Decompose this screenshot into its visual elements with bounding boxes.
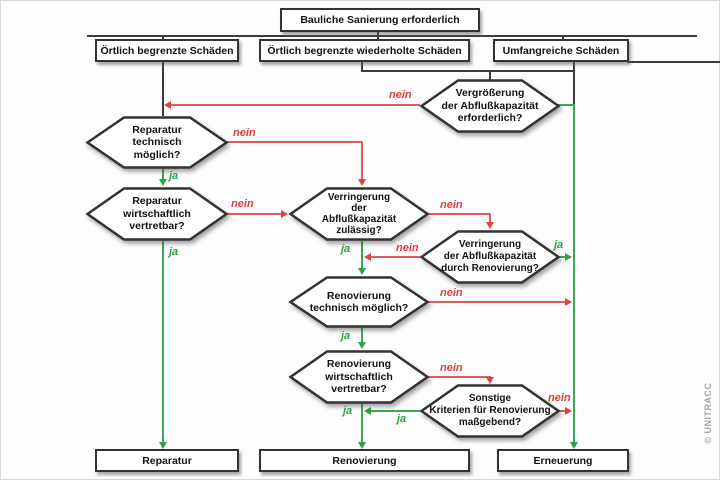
edge-repeated-down: [361, 58, 363, 72]
edge-repair-tech-ja: [162, 169, 164, 181]
edge-right-margin: [627, 61, 720, 63]
label-ja: ja: [169, 170, 179, 182]
node-branch-extensive-label: Umfangreiche Schäden: [502, 44, 620, 57]
edge-stub-extensive: [562, 35, 564, 41]
edge-repair-econ-nein: [226, 213, 282, 215]
node-result-renewal: Erneuerung: [497, 449, 629, 472]
label-ja: ja: [343, 405, 353, 417]
decision-capacity-reduction-allowed: Verringerung der Abflußkapazität zulässi…: [288, 187, 430, 241]
edge-reduction-renovation-nein: [368, 256, 420, 258]
arrowhead: [486, 377, 494, 384]
decision-capacity-increase-label: Vergrößerung der Abflußkapazität erforde…: [441, 87, 539, 125]
label-ja: ja: [169, 246, 179, 258]
decision-repair-technical: Reparatur technisch möglich?: [85, 116, 229, 169]
arrowhead: [570, 442, 578, 449]
decision-repair-economic: Reparatur wirtschaftlich vertretbar?: [85, 187, 229, 241]
node-result-renewal-label: Erneuerung: [533, 454, 593, 467]
label-ja: ja: [397, 413, 407, 425]
edge-repair-tech-nein-v: [361, 141, 363, 180]
edge-mid-bus: [361, 70, 575, 72]
edge-repair-tech-nein-h: [226, 141, 363, 143]
decision-capacity-reduction-allowed-label: Verringerung der Abflußkapazität zulässi…: [321, 191, 397, 237]
edge-local-to-repair-tech: [162, 58, 164, 116]
edge-capacity-increase-ja: [558, 104, 575, 106]
node-result-renovation-label: Renovierung: [332, 454, 397, 467]
edge-other-criteria-ja: [368, 410, 420, 412]
edge-to-renewal: [573, 104, 575, 444]
arrowhead: [486, 222, 494, 229]
edge-to-repair: [162, 241, 164, 443]
arrowhead: [358, 268, 366, 275]
label-ja: ja: [554, 239, 564, 251]
decision-renovation-economic-label: Renovierung wirtschaftlich vertretbar?: [325, 358, 393, 396]
watermark-unitracc: © UNITRACC: [703, 382, 713, 444]
arrowhead: [364, 407, 371, 415]
label-nein: nein: [396, 242, 419, 254]
edge-to-renovation: [361, 404, 363, 444]
label-nein: nein: [440, 199, 463, 211]
edge-reduction-allowed-ja: [361, 241, 363, 269]
decision-capacity-increase: Vergrößerung der Abflußkapazität erforde…: [419, 79, 561, 133]
arrowhead: [281, 210, 288, 218]
label-nein: nein: [389, 89, 412, 101]
edge-reduction-allowed-nein-h: [427, 213, 490, 215]
edge-top-bus: [87, 35, 697, 37]
arrowhead: [159, 179, 167, 186]
arrowhead: [358, 442, 366, 449]
decision-renovation-technical: Renovierung technisch möglich?: [288, 276, 430, 328]
decision-capacity-reduction-by-renovation-label: Verringerung der Abflußkapazität durch R…: [441, 239, 539, 274]
decision-repair-economic-label: Reparatur wirtschaftlich vertretbar?: [123, 195, 191, 233]
edge-renovation-econ-nein-h: [427, 376, 490, 378]
label-nein: nein: [548, 392, 571, 404]
edge-reduction-allowed-nein-v: [489, 213, 491, 223]
arrowhead: [164, 101, 171, 109]
decision-renovation-technical-label: Renovierung technisch möglich?: [309, 289, 409, 314]
label-nein: nein: [440, 362, 463, 374]
label-ja: ja: [341, 330, 351, 342]
node-branch-local-damage: Örtlich begrenzte Schäden: [95, 39, 239, 62]
edge-into-capacity-increase: [489, 70, 491, 80]
decision-other-criteria: Sonstige Kriterien für Renovierung maßge…: [419, 384, 561, 438]
arrowhead: [565, 253, 572, 261]
arrowhead: [565, 298, 572, 306]
edge-start-down: [377, 28, 379, 40]
label-nein: nein: [440, 287, 463, 299]
node-branch-local-label: Örtlich begrenzte Schäden: [100, 44, 234, 57]
decision-renovation-economic: Renovierung wirtschaftlich vertretbar?: [288, 350, 430, 404]
arrowhead: [159, 442, 167, 449]
label-nein: nein: [233, 127, 256, 139]
node-result-repair-label: Reparatur: [142, 454, 192, 467]
decision-repair-technical-label: Reparatur technisch möglich?: [132, 123, 182, 161]
node-start: Bauliche Sanierung erforderlich: [280, 8, 480, 32]
label-nein: nein: [231, 198, 254, 210]
decision-capacity-reduction-by-renovation: Verringerung der Abflußkapazität durch R…: [419, 230, 561, 284]
edge-renovation-tech-ja: [361, 328, 363, 343]
node-result-repair: Reparatur: [95, 449, 239, 472]
node-start-label: Bauliche Sanierung erforderlich: [300, 14, 460, 26]
arrowhead: [358, 342, 366, 349]
label-ja: ja: [341, 243, 351, 255]
edge-other-criteria-nein: [558, 410, 568, 412]
edge-capacity-increase-nein: [166, 104, 420, 106]
node-result-renovation: Renovierung: [259, 449, 470, 472]
arrowhead: [364, 253, 371, 261]
edge-reduction-renovation-ja: [558, 256, 568, 258]
arrowhead: [358, 179, 366, 186]
node-branch-repeated-label: Örtlich begrenzte wiederholte Schäden: [267, 44, 462, 57]
edge-stub-local: [162, 35, 164, 41]
node-branch-extensive-damage: Umfangreiche Schäden: [493, 39, 629, 62]
node-branch-repeated-damage: Örtlich begrenzte wiederholte Schäden: [259, 39, 470, 62]
arrowhead: [565, 407, 572, 415]
decision-other-criteria-label: Sonstige Kriterien für Renovierung maßge…: [429, 393, 551, 428]
edge-renovation-tech-nein: [427, 301, 567, 303]
edge-extensive-down: [573, 58, 575, 106]
